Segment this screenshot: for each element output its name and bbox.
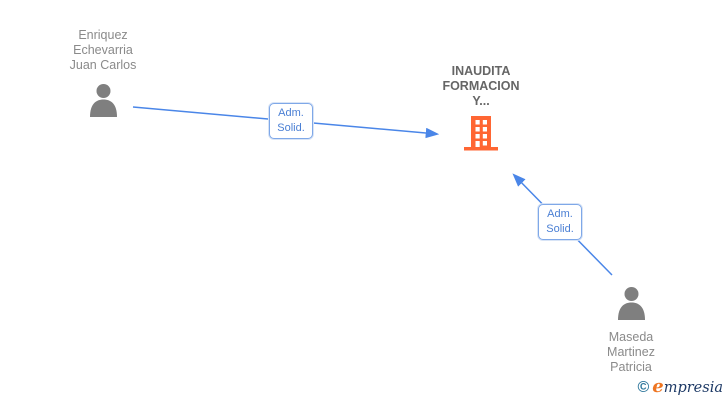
edge-label-adm-solid-2: Adm. Solid.	[538, 204, 582, 240]
person-name-line: Enriquez	[78, 28, 128, 42]
brand-rest-text: mpresia	[663, 380, 723, 396]
person-name-line: Martinez	[607, 345, 655, 359]
company-name-line: FORMACION	[442, 79, 520, 93]
edge-label-adm-solid-1: Adm. Solid.	[269, 103, 313, 139]
brand-letter-e: e	[652, 376, 664, 397]
node-label-person-enriquez[interactable]: Enriquez Echevarria Juan Carlos	[33, 28, 173, 73]
building-icon[interactable]	[464, 115, 498, 151]
company-name-line: INAUDITA	[451, 64, 511, 78]
copyright-icon: ©	[637, 379, 650, 396]
person-silhouette-icon[interactable]	[88, 83, 119, 117]
company-name-line: Y...	[472, 94, 490, 108]
person-name-line: Maseda	[608, 330, 654, 344]
person-name-line: Patricia	[610, 360, 652, 374]
edge-label-line: Adm.	[278, 107, 304, 119]
node-label-person-maseda[interactable]: Maseda Martinez Patricia	[561, 330, 701, 375]
empresia-logo[interactable]: © empresia	[637, 378, 723, 396]
person-name-line: Echevarria	[73, 43, 133, 57]
edge-label-line: Solid.	[546, 223, 574, 235]
edge-label-line: Solid.	[277, 122, 305, 134]
node-label-company-inaudita[interactable]: INAUDITA FORMACION Y...	[411, 64, 551, 109]
empresia-wordmark: empresia	[652, 378, 723, 396]
edge-label-line: Adm.	[547, 208, 573, 220]
node-person-maseda[interactable]: Maseda Martinez Patricia	[561, 286, 701, 375]
node-person-enriquez[interactable]: Enriquez Echevarria Juan Carlos	[33, 28, 173, 122]
person-silhouette-icon[interactable]	[616, 286, 647, 320]
node-company-inaudita[interactable]: INAUDITA FORMACION Y...	[411, 64, 551, 156]
person-name-line: Juan Carlos	[69, 58, 137, 72]
